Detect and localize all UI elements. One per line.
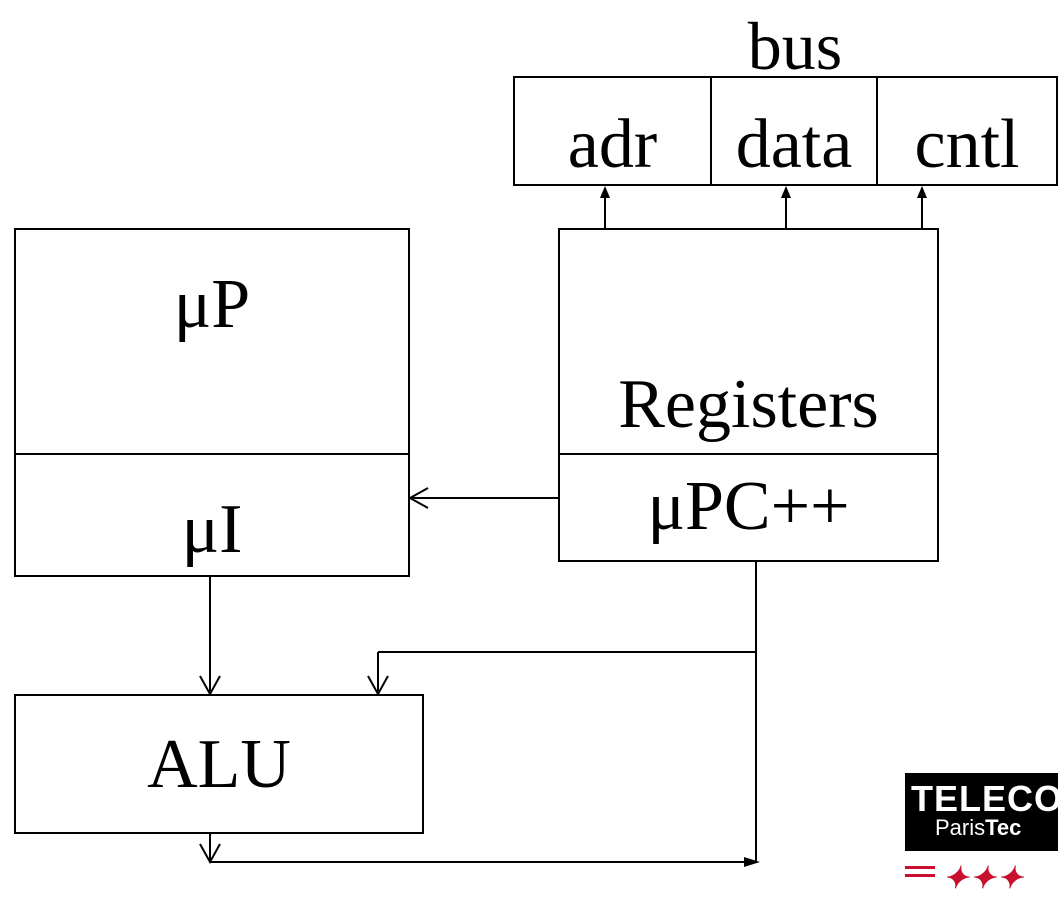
upc-to-ui-arrowhead xyxy=(407,487,429,509)
upc-label: μPC++ xyxy=(647,468,850,545)
alu-box xyxy=(14,694,424,834)
feedback-arrowhead xyxy=(744,857,760,867)
bus-data-label: data xyxy=(735,106,853,183)
microprogram-label: μP xyxy=(173,266,251,343)
bus-adr-field xyxy=(513,76,712,186)
bus-cntl-label: cntl xyxy=(914,106,1020,183)
upc-divider xyxy=(558,453,939,562)
logo-brand-mark: ✦✦✦ xyxy=(943,862,1025,895)
registers-label: Registers xyxy=(618,366,879,443)
bus-cntl-field xyxy=(876,76,1058,186)
logo-sub-text: ParisTec xyxy=(935,815,1022,840)
bus-adr-label: adr xyxy=(567,106,658,183)
bus-data-field xyxy=(710,76,878,186)
data-arrowhead xyxy=(781,186,791,198)
bus-title: bus xyxy=(747,8,843,84)
microinstruction-divider xyxy=(14,453,410,577)
logo-main-text: TELECO xyxy=(911,778,1058,819)
adr-arrowhead xyxy=(600,186,610,198)
microinstruction-label: μI xyxy=(181,491,243,568)
cntl-arrowhead xyxy=(917,186,927,198)
telecom-paristech-logo: TELECO ParisTec xyxy=(905,773,1058,851)
alu-label: ALU xyxy=(147,726,291,803)
logo-brand-strip: ✦✦✦ xyxy=(905,860,1058,899)
